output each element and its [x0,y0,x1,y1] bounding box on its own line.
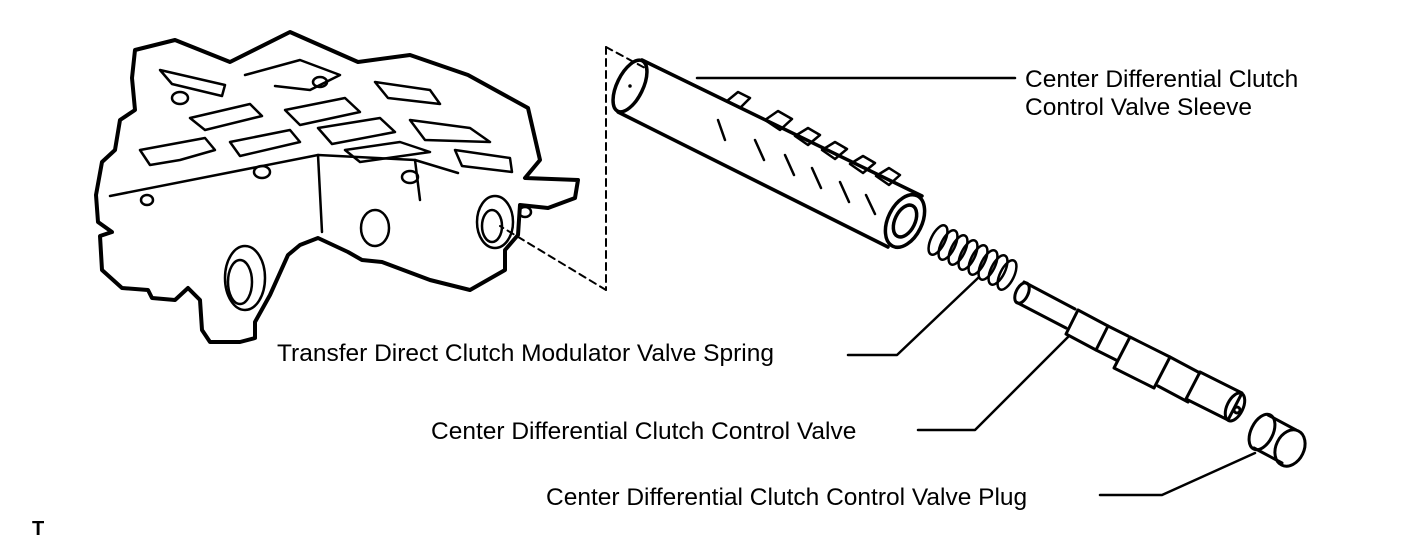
bore-right [475,194,515,250]
dashed-line-from-bore [499,225,607,291]
spool-land-1 [1064,308,1110,352]
bolt-hole-2 [252,164,272,180]
control-valve-spool [1013,280,1247,423]
oil-passage-6 [138,136,217,167]
oil-passage-11 [453,148,514,174]
valve-body-step-edge [316,153,422,234]
valve-body-outline [94,30,580,344]
bore-large-left [223,244,267,312]
oil-passage-10 [343,140,432,164]
sleeve-port-2 [753,109,794,162]
bolt-hole-1 [170,90,190,106]
leader-spring [846,276,980,357]
oil-passage-1 [158,68,227,98]
oil-passage-9 [408,118,492,144]
oil-passage-8 [316,116,397,146]
oil-passage-3 [188,102,264,132]
bore-middle [359,208,391,248]
label-control-valve: Center Differential Clutch Control Valve [431,418,857,445]
oil-passage-7 [228,128,302,158]
label-valve-plug: Center Differential Clutch Control Valve… [546,484,1028,511]
sleeve-port-5 [838,154,877,204]
oil-passage-5 [373,80,442,106]
bolt-hole-4 [139,193,155,207]
valve-body-face-edge [108,153,460,198]
leader-lines [695,76,1257,497]
dashed-line-top [605,46,646,69]
valve-body [94,30,580,344]
oil-passage-2 [243,58,342,92]
sleeve-port-6 [864,166,902,216]
modulator-spring [927,224,1018,291]
label-modulator-spring: Transfer Direct Clutch Modulator Valve S… [277,340,774,367]
leader-plug [1098,451,1257,497]
valve-sleeve-front-end [883,193,927,249]
valve-sleeve-back-end [611,58,649,114]
label-valve-sleeve: Center Differential Clutch Control Valve… [1025,66,1298,122]
leader-valve [916,335,1070,432]
bore-right-inner [480,208,504,244]
bore-left-inner [226,258,254,306]
valve-sleeve [611,58,927,249]
label-valve-sleeve-line-2: Control Valve Sleeve [1025,94,1252,121]
spool-end-face [1223,391,1247,423]
sleeve-port-4 [810,140,849,190]
valve-sleeve-front-bore [891,203,919,239]
corner-code: T [32,518,45,540]
bolt-hole-3 [400,169,420,185]
oil-passage-4 [283,96,362,127]
valve-plug [1247,412,1307,468]
projection-lines [499,46,646,291]
spool-land-2 [1112,335,1172,390]
sleeve-port-3 [783,126,822,177]
sleeve-port-1 [716,90,752,142]
label-valve-sleeve-line-1: Center Differential Clutch [1025,66,1299,93]
valve-sleeve-body [616,58,924,249]
bolt-hole-5 [517,205,533,219]
